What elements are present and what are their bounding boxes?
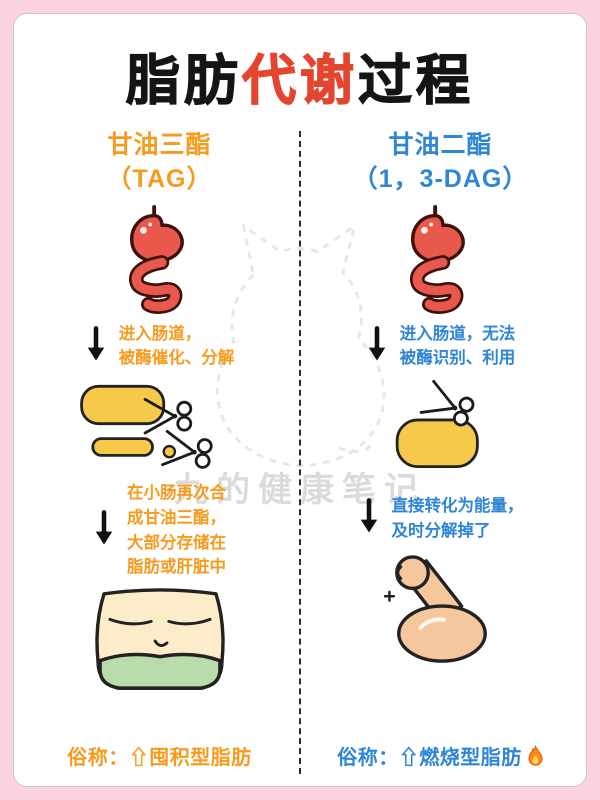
- column-tag-heading-line2: （TAG）: [106, 164, 213, 193]
- step-1-left-text: 进入肠道， 被酶催化、分解: [118, 324, 235, 368]
- caption-right-text: 俗称：⇧燃烧型脂肪: [337, 747, 522, 769]
- stomach-intestine-icon: [392, 204, 490, 316]
- step-2-left-text: 在小肠再次合 成甘油三酯， 大部分存储在 脂肪或肝脏中: [127, 484, 226, 577]
- column-tag: 甘油三酯 （TAG）: [20, 125, 299, 786]
- scissors-icon: [160, 429, 213, 469]
- fat-block-cut-icon: [76, 377, 244, 475]
- scissors-icon: [143, 398, 192, 435]
- columns: 甘油三酯 （TAG）: [14, 121, 586, 786]
- muscle-arm-icon: [377, 554, 505, 665]
- flame-icon: [527, 745, 544, 766]
- fat-block-intact-icon: [371, 377, 511, 475]
- caption-right: 俗称：⇧燃烧型脂肪: [337, 741, 544, 786]
- column-dag: 甘油二酯 （1，3-DAG）: [301, 125, 580, 786]
- column-tag-heading: 甘油三酯 （TAG）: [107, 129, 213, 197]
- down-arrow-icon: [358, 497, 380, 540]
- down-arrow-icon: [366, 325, 388, 368]
- step-2-right: 直接转化为能量， 及时分解掉了: [358, 494, 524, 544]
- down-arrow-icon: [93, 509, 115, 552]
- column-dag-heading-line2: （1，3-DAG）: [352, 164, 529, 193]
- page-title: 脂肪代谢过程: [14, 36, 586, 115]
- title-part2: 代谢: [241, 50, 358, 111]
- step-1-right: 进入肠道，无法 被酶识别、利用: [366, 322, 516, 372]
- stomach-intestine-icon: [111, 204, 209, 316]
- caption-left: 俗称：⇧囤积型脂肪: [67, 741, 252, 786]
- down-arrow-icon: [85, 325, 107, 368]
- column-dag-heading: 甘油二酯 （1，3-DAG）: [353, 129, 529, 197]
- column-dag-heading-line1: 甘油二酯: [388, 131, 493, 159]
- step-2-right-text: 直接转化为能量， 及时分解掉了: [391, 497, 524, 540]
- title-part3: 过程: [357, 50, 474, 111]
- infographic-card: 九的健康笔记 脂肪代谢过程 甘油三酯 （TAG）: [13, 13, 587, 787]
- step-2-left: 在小肠再次合 成甘油三酯， 大部分存储在 脂肪或肝脏中: [93, 481, 226, 580]
- scissors-icon: [419, 379, 474, 427]
- step-1-left: 进入肠道， 被酶催化、分解: [85, 322, 235, 372]
- caption-left-text: 俗称：⇧囤积型脂肪: [67, 747, 252, 769]
- column-tag-heading-line1: 甘油三酯: [107, 131, 212, 159]
- belly-icon: [85, 586, 235, 696]
- step-1-right-text: 进入肠道，无法 被酶识别、利用: [399, 324, 516, 368]
- title-part1: 脂肪: [125, 50, 242, 111]
